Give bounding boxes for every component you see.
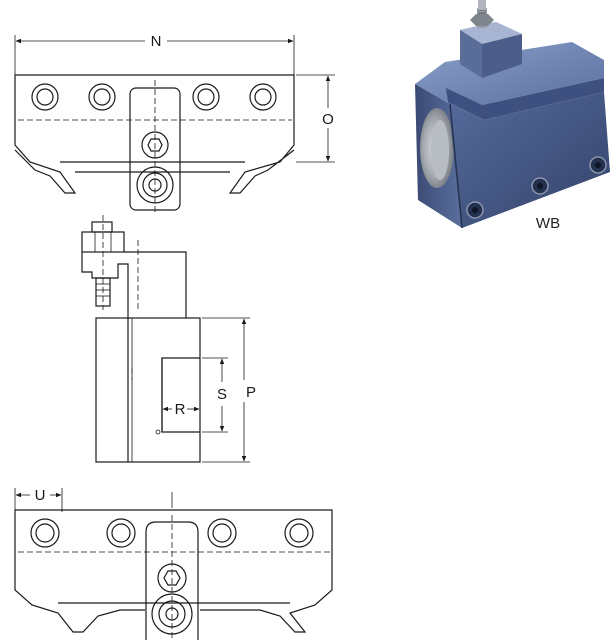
holder-top-face [415,42,604,105]
front-screws [466,156,607,219]
dimension-o: O [296,74,335,163]
side-view-block [95,317,201,463]
bottom-view: U [14,487,333,640]
side-view: P S R [81,215,256,463]
clamp-block [460,0,522,78]
product-photo-wb: WB [415,0,610,232]
dimension-p: P [202,317,256,463]
top-view-body-outline [14,74,295,194]
photo-caption: WB [536,215,560,232]
dimension-r: R [162,401,200,418]
bottom-view-clamp [145,515,199,640]
dimension-o-label: O [322,111,334,128]
dimension-u-label: U [35,487,46,504]
bottom-view-body-outline [14,509,333,633]
dimension-r-label: R [175,401,186,418]
top-view-bolt-holes [31,83,277,111]
bottom-view-bolt-holes [30,518,314,548]
side-view-clamp-bolt [81,215,187,318]
holder-front-face [448,92,610,228]
dimension-u: U [14,487,63,512]
dimension-n-label: N [151,33,162,50]
top-view: N O [14,33,335,215]
dimension-p-label: P [246,384,256,401]
dimension-n: N [14,33,295,75]
top-view-clamp [129,80,181,215]
dimension-s-label: S [217,386,227,403]
dimension-s: S [202,357,228,433]
